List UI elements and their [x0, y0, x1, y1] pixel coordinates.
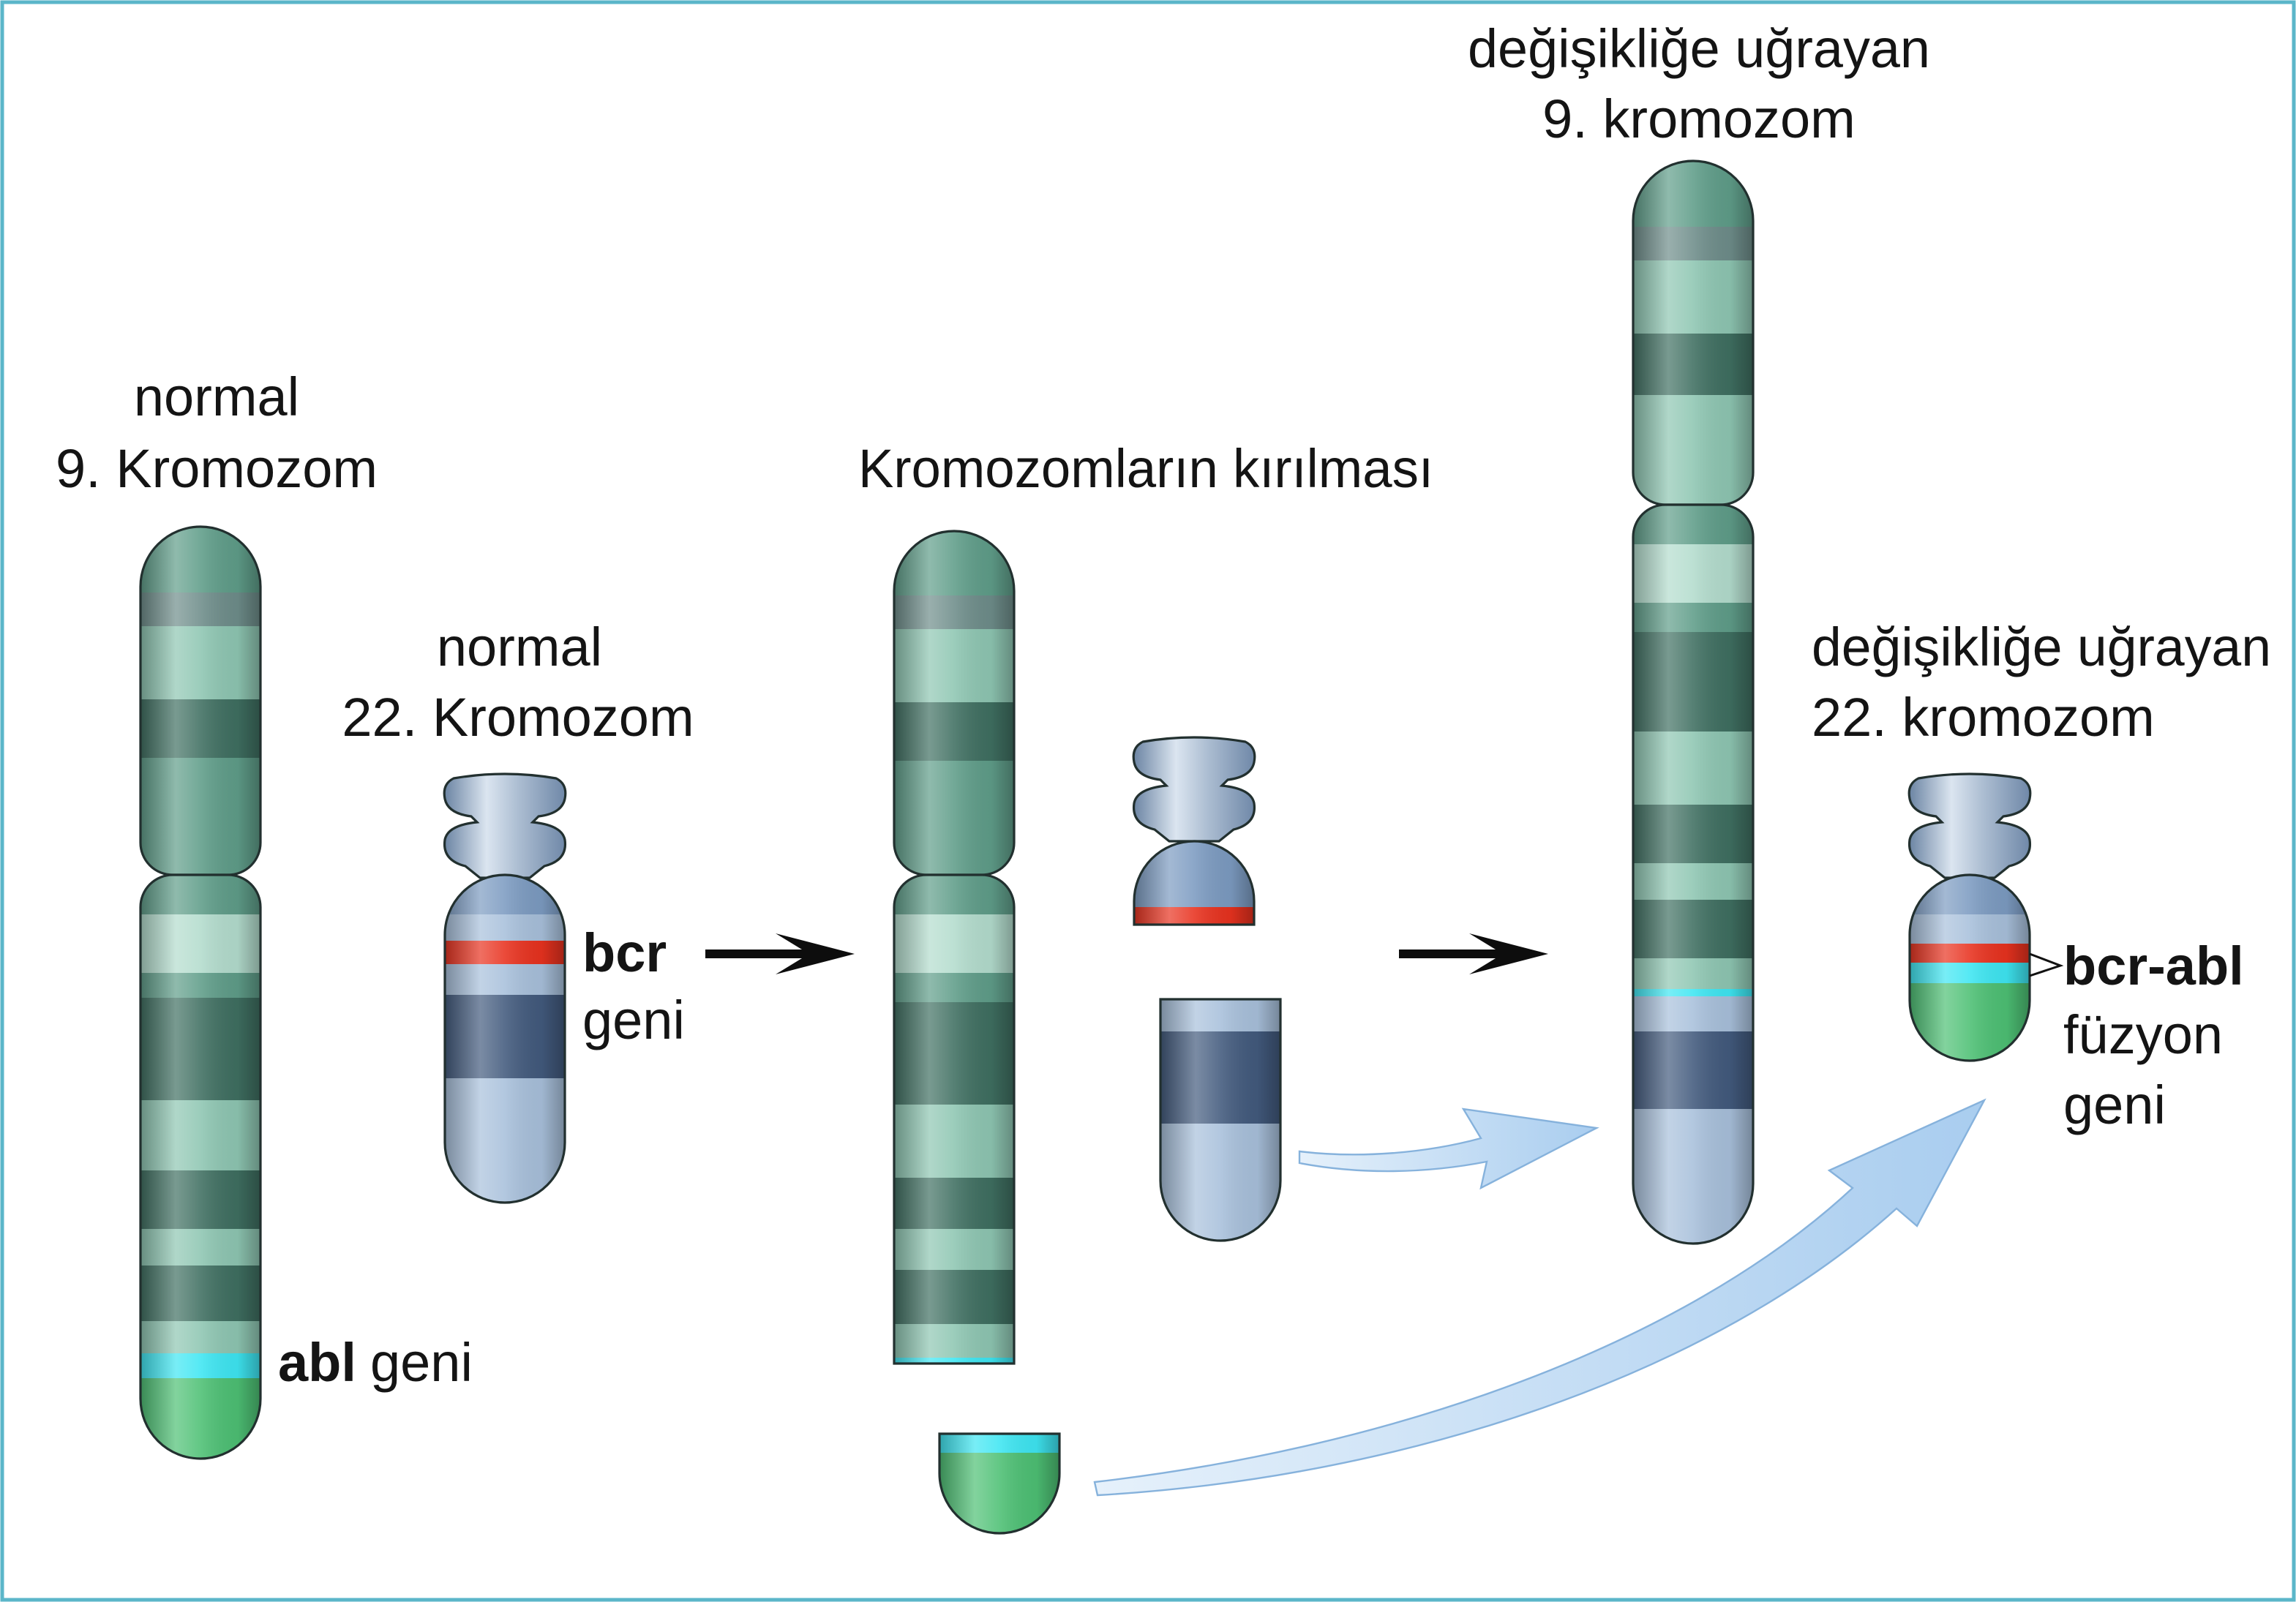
- long-arm-outline: [1908, 873, 2031, 1062]
- short-arm-outline: [1632, 159, 1755, 506]
- derivative-chromosome-9: [1632, 159, 1755, 1245]
- process-arrow-icon: [705, 933, 855, 974]
- breakage-label: Kromozomların kırılması: [858, 438, 1433, 499]
- chromosome-22-distal-fragment: [1159, 998, 1282, 1242]
- long-arm-stub-outline: [1133, 840, 1256, 926]
- fragment: [939, 1434, 1059, 1533]
- long-arm: [1633, 505, 1753, 1244]
- arm-shading: [1633, 505, 1753, 1244]
- satellite-stalk: [1907, 772, 2032, 879]
- fusion-gene-line3: geni: [2063, 1075, 2166, 1135]
- arm-shading: [1160, 999, 1280, 1241]
- derivative-chromosome-22: [1907, 772, 2032, 1062]
- arm-shading: [894, 875, 1014, 1364]
- translocation-arrow-to-chr9-icon: [1298, 1108, 1599, 1190]
- normal-chr22-label-line2: 22. Kromozom: [342, 687, 694, 748]
- normal-chr9-label-line1: normal: [134, 366, 299, 427]
- short-arm: [140, 527, 260, 875]
- normal-chr9-label-line2: 9. Kromozom: [56, 438, 378, 499]
- fragment-outline: [938, 1432, 1061, 1535]
- arm-shading: [1633, 161, 1753, 505]
- arm-shading: [894, 531, 1014, 875]
- long-arm-outline: [443, 873, 566, 1204]
- bcr-gene-word: geni: [582, 990, 685, 1050]
- translocation-arrow-to-chr22-icon: [1093, 1098, 1987, 1497]
- fusion-gene-label: bcr-abl: [2063, 936, 2244, 996]
- satellite-stalk: [1132, 736, 1256, 843]
- long-arm: [140, 875, 260, 1459]
- abl-gene-label: abl: [278, 1332, 356, 1393]
- arm-shading: [445, 875, 565, 1203]
- normal-chromosome-9: [139, 525, 262, 1460]
- long-arm: [894, 875, 1014, 1364]
- derived-chr9-label-line1: değişikliğe uğrayan: [1468, 18, 1930, 79]
- long-arm-outline: [1632, 503, 1755, 1245]
- long-arm-outline: [139, 873, 262, 1460]
- normal-chromosome-22: [443, 772, 567, 1204]
- derived-chr9-label-line2: 9. kromozom: [1542, 89, 1856, 149]
- short-arm-outline: [893, 530, 1016, 876]
- short-arm-outline: [139, 525, 262, 876]
- long-arm: [445, 875, 565, 1203]
- short-arm: [894, 531, 1014, 875]
- fusion-gene-callout: [2029, 952, 2064, 977]
- satellite-stalk: [443, 772, 567, 879]
- derived-chr22-label-line2: 22. kromozom: [1812, 687, 2155, 748]
- fusion-gene-line2: füzyon: [2063, 1004, 2223, 1065]
- process-arrow-icon: [1399, 933, 1548, 974]
- derived-chr22-label-line1: değişikliğe uğrayan: [1812, 617, 2271, 677]
- fragment: [1160, 999, 1280, 1241]
- arm-shading: [140, 875, 260, 1459]
- long-arm-outline: [893, 873, 1016, 1365]
- normal-chr22-label-line1: normal: [437, 617, 602, 677]
- long-arm: [1910, 875, 2030, 1061]
- chromosome-9-abl-fragment: [938, 1432, 1061, 1535]
- broken-chromosome-22-bcr-part: [1132, 736, 1256, 926]
- broken-chromosome-9: [893, 530, 1016, 1365]
- abl-gene-word: geni: [370, 1332, 473, 1393]
- arm-shading: [1910, 875, 2030, 1061]
- short-arm: [1633, 161, 1753, 505]
- bcr-gene-label: bcr: [582, 922, 667, 983]
- arm-shading: [140, 527, 260, 875]
- fragment-outline: [1159, 998, 1282, 1242]
